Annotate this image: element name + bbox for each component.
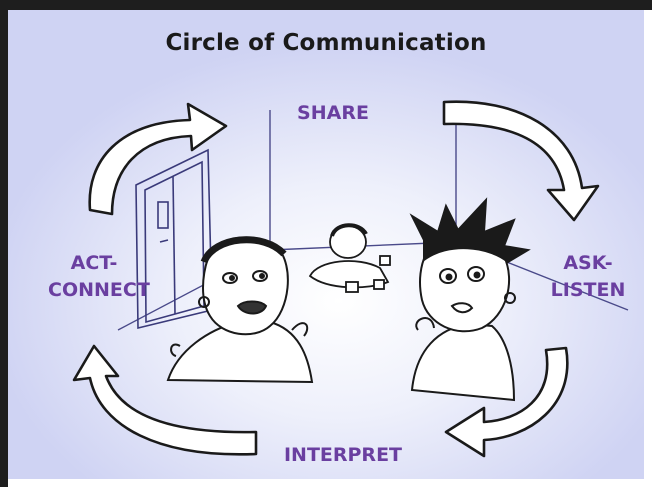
illustration [72, 100, 629, 458]
act-text: ACT- [70, 252, 118, 274]
child-figure [308, 223, 391, 293]
share-text: SHARE [297, 102, 369, 124]
arrow-ask-to-interpret [444, 346, 569, 458]
arrow-share-to-ask [442, 100, 600, 222]
stage-label-act-connect: ACT- CONNECT [48, 250, 150, 304]
cycle-arrows [72, 100, 600, 458]
interpret-text: INTERPRET [283, 444, 403, 466]
stage-label-interpret: INTERPRET [278, 442, 408, 469]
ask-text: ASK- [563, 252, 613, 274]
connect-text: CONNECT [48, 279, 150, 301]
stage-label-ask-listen: ASK- LISTEN [544, 250, 632, 304]
girl-right-figure [409, 197, 531, 402]
arrow-interpret-to-act [72, 344, 258, 456]
woman-left-figure [166, 236, 314, 384]
arrow-act-to-share [88, 102, 228, 216]
listen-text: LISTEN [550, 279, 626, 301]
stage-label-share: SHARE [278, 100, 388, 127]
diagram-panel: Circle of Communication SHARE ASK- LISTE… [8, 10, 644, 479]
diagram-title: Circle of Communication [165, 30, 487, 56]
